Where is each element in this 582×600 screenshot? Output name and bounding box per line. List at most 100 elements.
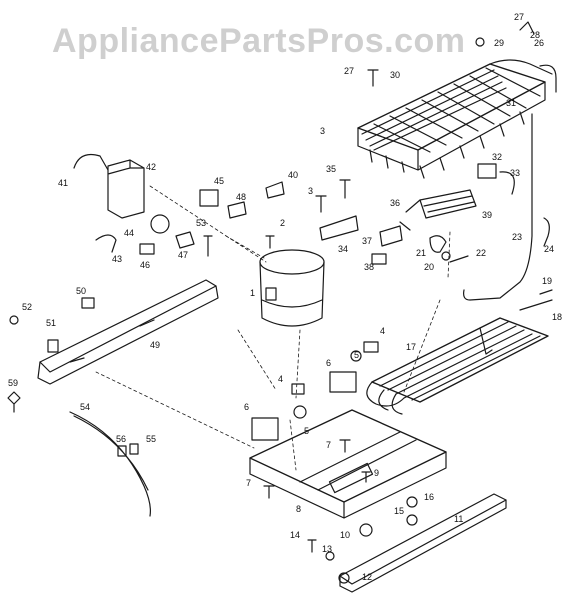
callout-41: 41 — [58, 178, 68, 188]
callout-17: 17 — [406, 342, 416, 352]
tag-59 — [7, 391, 21, 413]
callout-6: 6 — [326, 358, 331, 368]
plug-56 — [117, 445, 127, 457]
clip-40 — [265, 181, 285, 199]
callout-44: 44 — [124, 228, 134, 238]
callout-46: 46 — [140, 260, 150, 270]
callout-52: 52 — [22, 302, 32, 312]
callout-23: 23 — [512, 232, 522, 242]
callout-35: 35 — [326, 164, 336, 174]
callout-2: 2 — [280, 218, 285, 228]
callout-51: 51 — [46, 318, 56, 328]
clip-48 — [227, 201, 247, 219]
grommet-4a — [363, 341, 379, 353]
callout-3: 3 — [308, 186, 313, 196]
fitting-20 — [441, 251, 451, 261]
grommet-4b — [291, 383, 305, 395]
callout-38: 38 — [364, 262, 374, 272]
callout-6b: 6 — [244, 402, 249, 412]
callout-12: 12 — [362, 572, 372, 582]
callout-22: 22 — [476, 248, 486, 258]
callout-16: 16 — [424, 492, 434, 502]
callout-4: 4 — [380, 326, 385, 336]
grommet-15 — [406, 514, 418, 526]
screw-35 — [339, 179, 351, 199]
callout-43: 43 — [112, 254, 122, 264]
wire-33 — [499, 171, 515, 195]
callout-7: 7 — [246, 478, 251, 488]
clip-19 — [539, 289, 553, 295]
tube-22 — [449, 255, 469, 263]
evaporator-coil — [357, 59, 557, 179]
plug-55 — [129, 443, 139, 455]
condenser-coil — [366, 317, 549, 415]
callout-11: 11 — [454, 514, 463, 524]
callout-50: 50 — [76, 286, 86, 296]
callout-8: 8 — [296, 504, 301, 514]
bracket-37 — [379, 225, 403, 247]
callout-34: 34 — [338, 244, 348, 254]
callout-59: 59 — [8, 378, 18, 388]
watermark: AppliancePartsPros.com — [52, 22, 466, 60]
callout-53: 53 — [196, 218, 206, 228]
callout-33: 33 — [510, 168, 520, 178]
grommet-50 — [81, 297, 95, 309]
nut-51 — [47, 339, 59, 353]
callout-54: 54 — [80, 402, 90, 412]
callout-29: 29 — [494, 38, 504, 48]
callout-18: 18 — [552, 312, 562, 322]
bolt-7a — [263, 485, 275, 499]
relay-6a — [329, 371, 357, 393]
bracket-47 — [175, 231, 195, 249]
callout-28: 28 — [530, 30, 540, 40]
screw-52 — [9, 315, 19, 325]
screw-12 — [338, 572, 350, 584]
tube-23 — [463, 113, 533, 301]
bolt-7b — [339, 439, 351, 453]
callout-39: 39 — [482, 210, 492, 220]
switch-45 — [199, 189, 219, 207]
compressor — [259, 249, 325, 327]
screw-2 — [265, 235, 275, 249]
callout-27: 27 — [514, 12, 524, 22]
mount-16 — [406, 496, 418, 508]
callout-20: 20 — [424, 262, 434, 272]
bolt-14 — [307, 539, 317, 553]
callout-31: 31 — [506, 98, 516, 108]
callout-45: 45 — [214, 176, 224, 186]
relay-42 — [107, 159, 145, 219]
callout-55: 55 — [146, 434, 156, 444]
capacitor-44 — [150, 214, 170, 234]
bracket-46 — [139, 243, 155, 255]
cord-43 — [95, 234, 117, 253]
bolt-53 — [203, 235, 213, 257]
callout-56: 56 — [116, 434, 126, 444]
callout-30: 30 — [390, 70, 400, 80]
callout-32: 32 — [492, 152, 502, 162]
wire-41 — [73, 153, 109, 171]
clip-32 — [477, 163, 497, 179]
callout-5: 5 — [354, 350, 359, 360]
callout-40: 40 — [288, 170, 298, 180]
clip-38 — [371, 253, 387, 265]
callout-9: 9 — [374, 468, 379, 478]
callout-42: 42 — [146, 162, 156, 172]
screw-29 — [475, 37, 485, 47]
washer-13 — [325, 551, 335, 561]
callout-27b: 27 — [344, 66, 354, 76]
mounting-rail — [37, 279, 219, 385]
washer-10 — [359, 523, 373, 537]
callout-5b: 5 — [304, 426, 309, 436]
wire-36 — [399, 199, 421, 231]
callout-10: 10 — [340, 530, 350, 540]
clip-28 — [519, 21, 535, 35]
callout-21: 21 — [416, 248, 426, 258]
callout-labels: 1 2 3 3 4 4 5 5 6 6 7 7 8 9 10 11 12 13 … — [8, 12, 562, 582]
power-cord-54 — [69, 411, 151, 517]
mount-5a — [350, 350, 362, 362]
relay-6b — [251, 417, 279, 441]
screw-30 — [367, 69, 379, 87]
callout-4b: 4 — [278, 374, 283, 384]
callout-13: 13 — [322, 544, 332, 554]
